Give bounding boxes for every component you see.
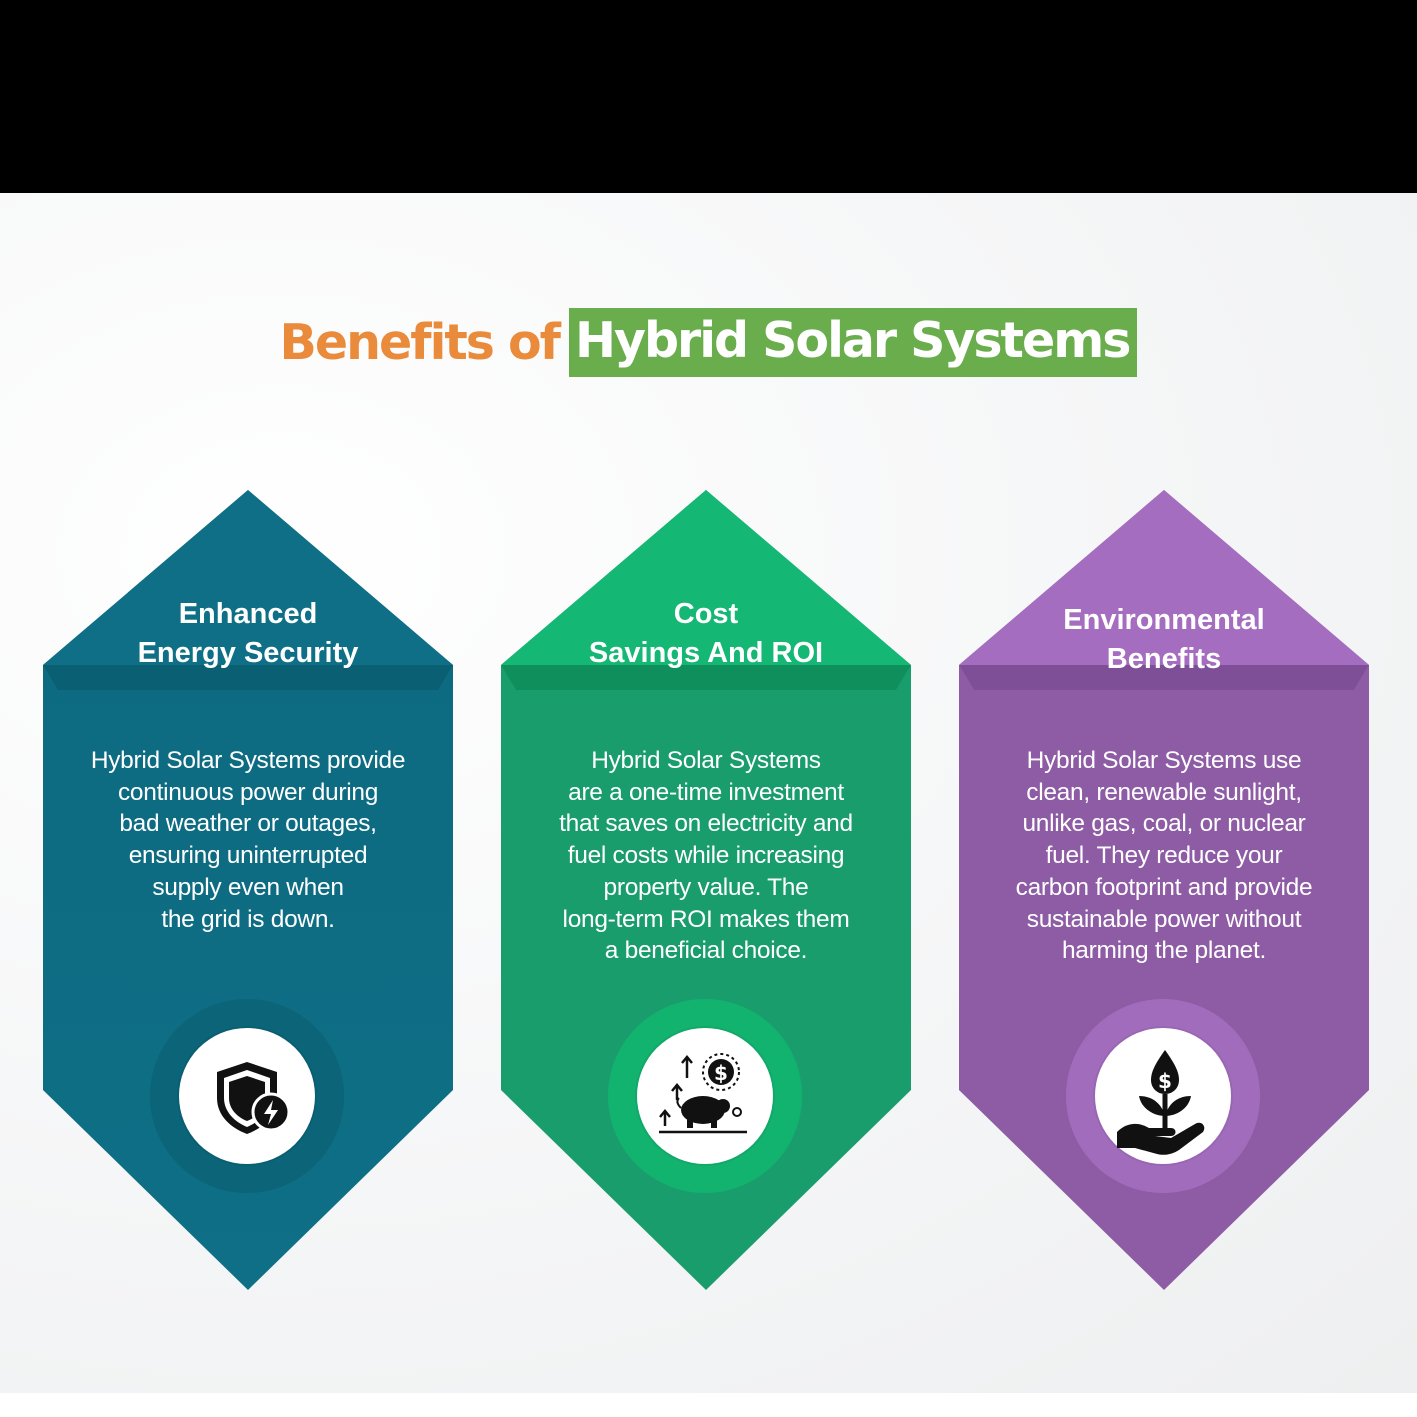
card-body-line: a beneficial choice. <box>604 937 808 965</box>
card-body-line: harming the planet. <box>1061 937 1267 965</box>
card-shape <box>959 490 1369 1290</box>
benefit-card-energy-security: Enhanced Energy Security Hybrid Solar Sy… <box>43 490 453 1290</box>
card-heading-line: Enhanced <box>178 598 318 630</box>
card-body-line: property value. The <box>603 873 809 901</box>
card-body-line: carbon footprint and provide <box>1015 873 1313 901</box>
card-heading-line: Energy Security <box>137 637 359 669</box>
icon-badge <box>150 999 344 1193</box>
card-heading-line: Savings And ROI <box>588 637 824 669</box>
card-body-line: the grid is down. <box>161 905 335 933</box>
card-body-line: long-term ROI makes them <box>562 905 850 933</box>
card-body: Hybrid Solar Systems are a one-time inve… <box>521 745 891 967</box>
card-body-line: fuel costs while increasing <box>567 842 845 870</box>
card-body-line: sustainable power without <box>1026 905 1302 933</box>
card-body-line: are a one-time investment <box>568 778 844 806</box>
card-body-line: fuel. They reduce your <box>1045 842 1283 870</box>
card-body-line: unlike gas, coal, or nuclear <box>1022 810 1306 838</box>
shield-lightning-icon <box>217 1062 291 1134</box>
svg-text:$: $ <box>1158 1069 1172 1093</box>
card-heading-line: Benefits <box>1106 643 1222 675</box>
icon-badge: $ <box>608 999 802 1193</box>
piggy-bank-growth-icon: $ <box>659 1053 747 1134</box>
card-body-line: Hybrid Solar Systems provide <box>90 747 406 774</box>
card-heading: Cost Savings And ROI <box>501 595 911 673</box>
card-heading: Enhanced Energy Security <box>43 595 453 673</box>
title-highlight: Hybrid Solar Systems <box>569 308 1138 377</box>
benefit-card-environmental: Environmental Benefits Hybrid Solar Syst… <box>959 490 1369 1290</box>
icon-badge-inner: $ <box>1095 1028 1231 1164</box>
benefit-card-cost-savings: Cost Savings And ROI Hybrid Solar System… <box>501 490 911 1290</box>
card-shape <box>43 490 453 1290</box>
card-heading: Environmental Benefits <box>959 601 1369 679</box>
card-heading-line: Environmental <box>1063 604 1265 636</box>
card-body-line: supply even when <box>152 873 344 901</box>
card-body-line: clean, renewable sunlight, <box>1026 778 1302 806</box>
icon-badge-inner <box>179 1028 315 1164</box>
card-body-line: bad weather or outages, <box>119 810 377 838</box>
svg-text:$: $ <box>714 1061 728 1085</box>
hand-plant-dollar-icon: $ <box>1117 1050 1205 1155</box>
card-body-line: continuous power during <box>117 778 379 806</box>
card-heading-line: Cost <box>673 598 739 630</box>
bottom-strip <box>0 1393 1417 1417</box>
card-body: Hybrid Solar Systems provide continuous … <box>63 745 433 935</box>
top-black-bar <box>0 0 1417 193</box>
icon-badge: $ <box>1066 999 1260 1193</box>
card-shape <box>501 490 911 1290</box>
card-body-line: Hybrid Solar Systems use <box>1026 747 1302 774</box>
title-prefix: Benefits of <box>279 314 561 371</box>
card-body-line: ensuring uninterrupted <box>128 842 368 870</box>
card-body-line: that saves on electricity and <box>559 810 853 838</box>
card-body: Hybrid Solar Systems use clean, renewabl… <box>979 745 1349 967</box>
card-body-line: Hybrid Solar Systems <box>591 747 821 774</box>
icon-badge-inner: $ <box>637 1028 773 1164</box>
